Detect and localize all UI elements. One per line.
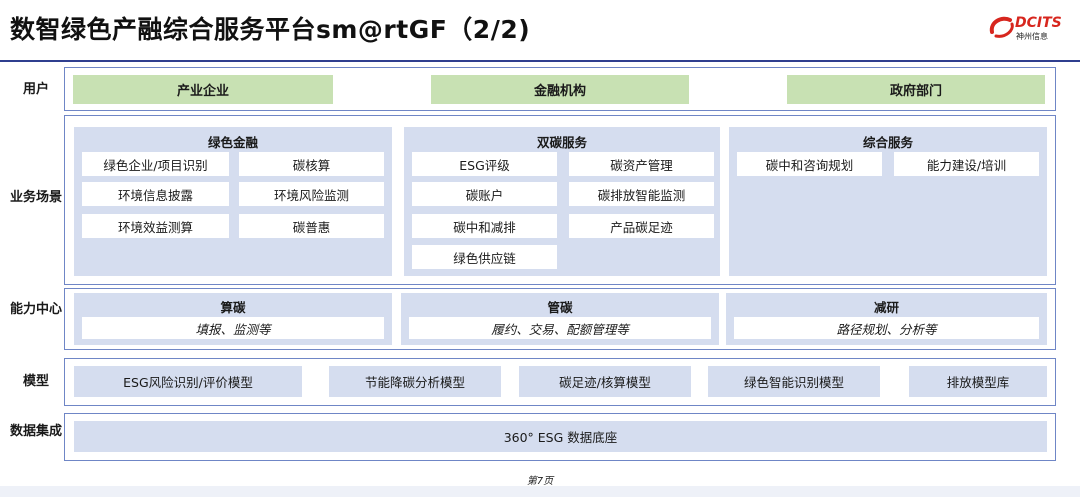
scenario-item: 环境风险监测 <box>239 182 384 206</box>
scenario-item: 能力建设/培训 <box>894 152 1039 176</box>
users-row: 产业企业 金融机构 政府部门 <box>64 67 1056 111</box>
user-item-finance: 金融机构 <box>431 75 689 104</box>
models-row: ESG风险识别/评价模型 节能降碳分析模型 碳足迹/核算模型 绿色智能识别模型 … <box>64 358 1056 406</box>
scenarios-row: 绿色金融 绿色企业/项目识别 碳核算 环境信息披露 环境风险监测 环境效益测算 … <box>64 115 1056 285</box>
scenario-item: 碳资产管理 <box>569 152 714 176</box>
page-title: 数智绿色产融综合服务平台sm@rtGF（2/2) <box>10 15 531 44</box>
title-divider <box>0 60 1080 62</box>
row-label-models: 模型 <box>22 374 49 389</box>
scenario-item: 环境信息披露 <box>82 182 229 206</box>
page-number: 第7页 <box>526 476 554 487</box>
data-foundation: 360° ESG 数据底座 <box>74 421 1047 452</box>
panel-title-comprehensive: 综合服务 <box>862 135 913 150</box>
panel-title-dual-carbon: 双碳服务 <box>536 135 587 150</box>
panel-comprehensive: 综合服务 碳中和咨询规划 能力建设/培训 <box>729 127 1047 276</box>
model-item: ESG风险识别/评价模型 <box>74 366 302 397</box>
panel-reduce-research: 减研 路径规划、分析等 <box>726 293 1047 345</box>
scenario-item: ESG评级 <box>412 152 557 176</box>
data-row: 360° ESG 数据底座 <box>64 413 1056 461</box>
scenario-item: 环境效益测算 <box>82 214 229 238</box>
scenario-item: 绿色供应链 <box>412 245 557 269</box>
logo-subtitle: 神州信息 <box>1016 32 1048 41</box>
capability-desc: 履约、交易、配额管理等 <box>409 317 711 339</box>
row-label-capability: 能力中心 <box>10 302 63 317</box>
model-item: 排放模型库 <box>909 366 1047 397</box>
model-item: 碳足迹/核算模型 <box>519 366 691 397</box>
row-label-data: 数据集成 <box>10 424 63 439</box>
panel-green-finance: 绿色金融 绿色企业/项目识别 碳核算 环境信息披露 环境风险监测 环境效益测算 … <box>74 127 392 276</box>
scenario-item: 碳排放智能监测 <box>569 182 714 206</box>
user-item-industry: 产业企业 <box>73 75 333 104</box>
scenario-item: 碳账户 <box>412 182 557 206</box>
row-label-scenarios: 业务场景 <box>10 190 63 205</box>
panel-manage-carbon: 管碳 履约、交易、配额管理等 <box>401 293 719 345</box>
panel-title-green-finance: 绿色金融 <box>207 135 258 150</box>
bottom-band <box>0 486 1080 497</box>
logo-swirl-icon <box>989 16 1014 38</box>
user-item-government: 政府部门 <box>787 75 1045 104</box>
scenario-item: 产品碳足迹 <box>569 214 714 238</box>
model-item: 节能降碳分析模型 <box>329 366 501 397</box>
capability-desc: 路径规划、分析等 <box>734 317 1039 339</box>
logo-brand: DCITS <box>1015 15 1062 31</box>
panel-dual-carbon: 双碳服务 ESG评级 碳资产管理 碳账户 碳排放智能监测 碳中和减排 产品碳足迹… <box>404 127 720 276</box>
capability-desc: 填报、监测等 <box>82 317 384 339</box>
scenario-item: 碳普惠 <box>239 214 384 238</box>
panel-calc-carbon: 算碳 填报、监测等 <box>74 293 392 345</box>
capability-row: 算碳 填报、监测等 管碳 履约、交易、配额管理等 减研 路径规划、分析等 <box>64 288 1056 350</box>
capability-title: 减研 <box>873 300 899 315</box>
row-label-users: 用户 <box>22 82 49 97</box>
capability-title: 管碳 <box>547 300 573 315</box>
scenario-item: 碳核算 <box>239 152 384 176</box>
model-item: 绿色智能识别模型 <box>708 366 880 397</box>
scenario-item: 碳中和减排 <box>412 214 557 238</box>
capability-title: 算碳 <box>220 300 246 315</box>
scenario-item: 绿色企业/项目识别 <box>82 152 229 176</box>
company-logo: DCITS 神州信息 <box>988 14 1074 42</box>
scenario-item: 碳中和咨询规划 <box>737 152 882 176</box>
